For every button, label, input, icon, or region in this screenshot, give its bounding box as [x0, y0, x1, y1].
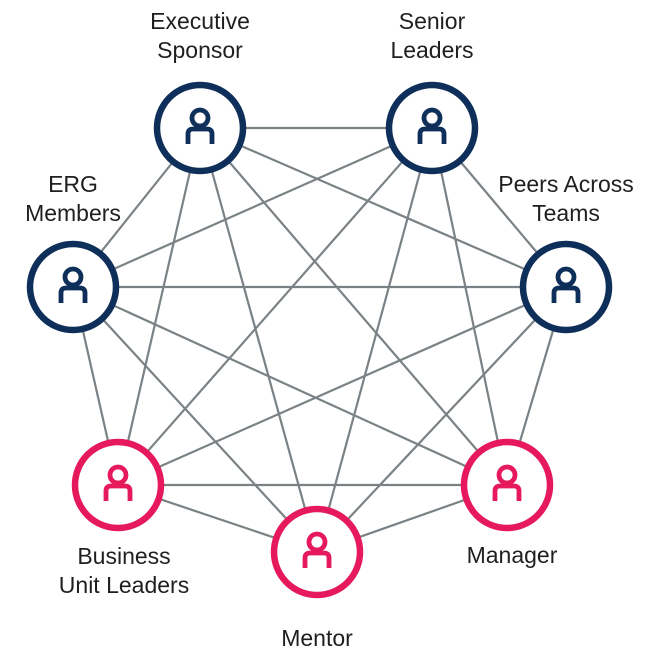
label-line: Teams — [532, 200, 600, 226]
label-erg-members: ERG Members — [25, 170, 121, 228]
person-body — [302, 550, 332, 568]
connector-line-mentor-to-erg-members — [72, 286, 318, 553]
person-head — [306, 531, 328, 553]
person-icon — [417, 107, 447, 144]
person-icon — [302, 531, 332, 568]
label-line: Business — [77, 543, 171, 569]
connector-line-peers-across-teams-to-mentor — [316, 286, 567, 553]
connector-line-executive-sponsor-to-mentor — [198, 127, 319, 553]
label-line: Mentor — [281, 625, 353, 651]
connector-line-executive-sponsor-to-peers-across-teams — [199, 126, 567, 289]
person-body — [417, 126, 447, 144]
node-executive-sponsor — [153, 81, 247, 175]
label-business-unit-leaders: Business Unit Leaders — [59, 542, 189, 600]
connector-line-executive-sponsor-to-business-unit-leaders — [116, 127, 202, 486]
label-line: Unit Leaders — [58, 572, 190, 598]
label-line: Peers Across — [498, 171, 634, 197]
person-body — [58, 285, 88, 303]
label-line: ERG — [48, 171, 98, 197]
node-peers-across-teams — [519, 240, 613, 334]
label-line: Sponsor — [157, 37, 243, 63]
person-body — [492, 483, 522, 501]
label-line: Leaders — [390, 37, 474, 63]
person-icon — [551, 266, 581, 303]
node-mentor — [270, 505, 364, 599]
connector-line-senior-leaders-to-mentor — [315, 127, 434, 553]
label-mentor: Mentor — [281, 624, 353, 653]
label-manager: Manager — [467, 541, 558, 570]
person-head — [496, 464, 518, 486]
node-senior-leaders — [385, 81, 479, 175]
person-head — [62, 266, 84, 288]
label-line: Executive — [150, 8, 250, 34]
person-icon — [185, 107, 215, 144]
connector-line-senior-leaders-to-business-unit-leaders — [117, 127, 433, 486]
node-erg-members — [26, 240, 120, 334]
connector-line-manager-to-erg-members — [72, 285, 508, 487]
person-body — [103, 483, 133, 501]
person-icon — [103, 464, 133, 501]
connector-line-peers-across-teams-to-business-unit-leaders — [117, 285, 567, 487]
node-business-unit-leaders — [71, 438, 165, 532]
stakeholder-nodes — [26, 81, 613, 599]
label-senior-leaders: Senior Leaders — [390, 7, 473, 65]
person-head — [107, 464, 129, 486]
label-line: Manager — [466, 542, 558, 568]
person-icon — [492, 464, 522, 501]
person-icon — [58, 266, 88, 303]
label-executive-sponsor: Executive Sponsor — [150, 7, 250, 65]
label-peers-across-teams: Peers Across Teams — [498, 170, 634, 228]
person-head — [421, 107, 443, 129]
person-body — [185, 126, 215, 144]
person-head — [555, 266, 577, 288]
label-line: Senior — [398, 8, 466, 34]
node-manager — [460, 438, 554, 532]
person-head — [189, 107, 211, 129]
label-line: Members — [25, 200, 121, 226]
connector-line-senior-leaders-to-manager — [430, 127, 509, 486]
person-body — [551, 285, 581, 303]
connector-line-senior-leaders-to-erg-members — [72, 126, 433, 289]
connector-line-executive-sponsor-to-manager — [199, 127, 508, 486]
